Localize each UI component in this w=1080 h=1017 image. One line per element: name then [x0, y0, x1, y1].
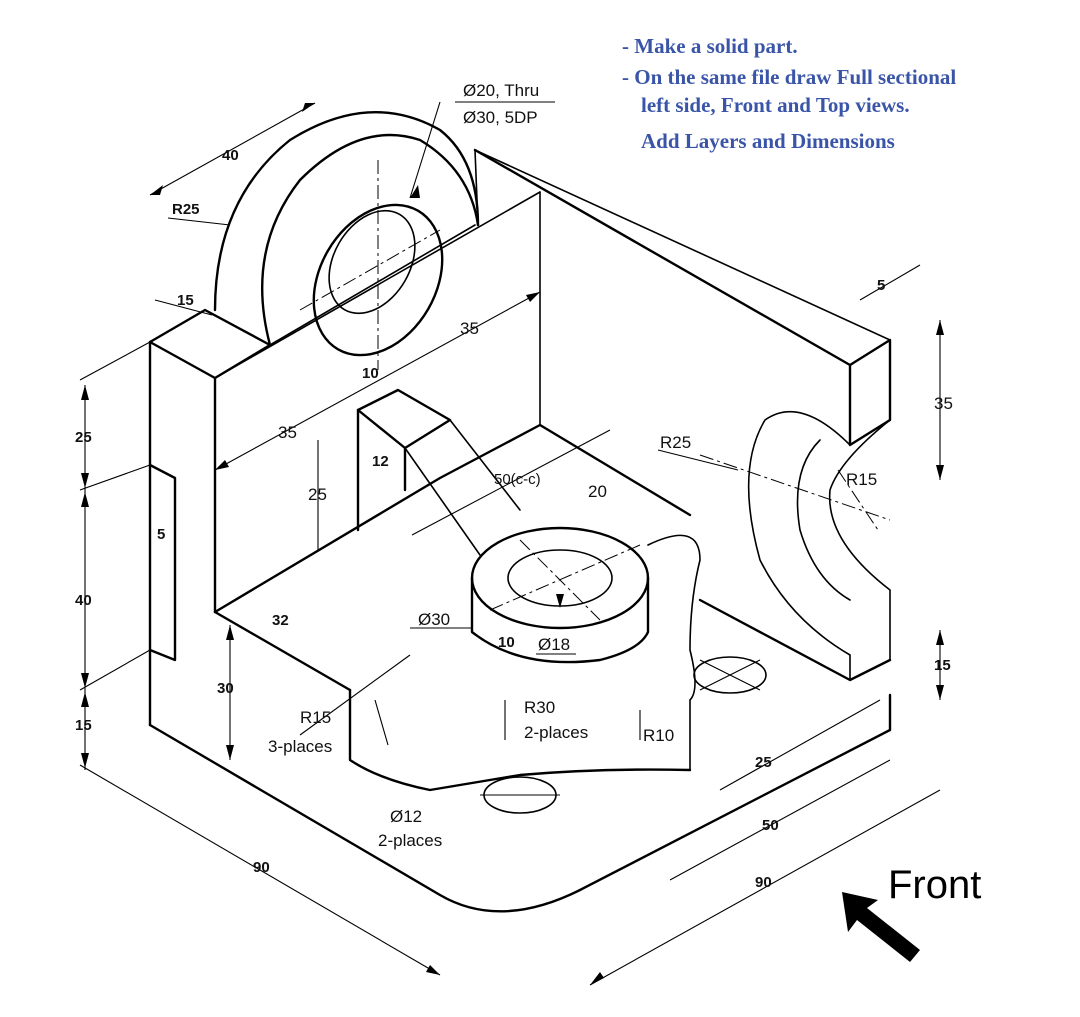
label-15-right: 15 — [934, 657, 951, 674]
label-32: 32 — [272, 612, 289, 629]
label-r30-2: R30 — [524, 698, 555, 717]
label-bore-thru: Ø20, Thru — [463, 81, 539, 100]
label-5-right: 5 — [877, 277, 885, 294]
label-90-right: 90 — [755, 874, 772, 891]
instruction-line-4: Add Layers and Dimensions — [641, 129, 895, 153]
label-r15-3-places: 3-places — [268, 737, 332, 756]
label-5-left: 5 — [157, 526, 165, 543]
label-r25-boss: R25 — [172, 201, 200, 218]
label-10-hub: 10 — [498, 634, 515, 651]
label-40-top: 40 — [222, 147, 239, 164]
label-25-height: 25 — [75, 429, 92, 446]
label-d30-hub: Ø30 — [418, 610, 450, 629]
left-wall — [148, 191, 541, 662]
label-25-bottom: 25 — [755, 754, 772, 771]
label-r25-right: R25 — [660, 433, 691, 452]
label-25-rib: 25 — [308, 485, 327, 504]
dimension-labels: Ø20, Thru Ø30, 5DP 40 R25 15 35 10 35 12… — [75, 81, 953, 891]
label-r15-right: R15 — [846, 470, 877, 489]
rib — [356, 388, 521, 556]
instruction-line-2: - On the same file draw Full sectional — [622, 65, 957, 89]
label-35-left: 35 — [278, 423, 297, 442]
label-15-top: 15 — [177, 292, 194, 309]
label-50cc: 50(c-c) — [494, 471, 541, 488]
label-12: 12 — [372, 453, 389, 470]
base-holes — [480, 656, 767, 814]
instruction-line-3: left side, Front and Top views. — [641, 93, 910, 117]
label-d18-hub: Ø18 — [538, 635, 570, 654]
label-d12-2-places: 2-places — [378, 831, 442, 850]
right-wall — [473, 148, 892, 681]
label-10: 10 — [362, 365, 379, 382]
label-40-height: 40 — [75, 592, 92, 609]
label-r30-2-places: 2-places — [524, 723, 588, 742]
front-label: Front — [888, 863, 981, 907]
label-15-left: 15 — [75, 717, 92, 734]
label-r10: R10 — [643, 726, 674, 745]
label-d12-2: Ø12 — [390, 807, 422, 826]
label-r15-3: R15 — [300, 708, 331, 727]
label-20: 20 — [588, 482, 607, 501]
label-30-height: 30 — [217, 680, 234, 697]
dimension-lines — [79, 102, 941, 986]
label-bore-cbore: Ø30, 5DP — [463, 108, 538, 127]
label-50-bottom: 50 — [762, 817, 779, 834]
label-35-right: 35 — [934, 394, 953, 413]
front-indicator: Front — [842, 863, 981, 962]
arrowheads — [81, 103, 944, 985]
hub — [470, 526, 701, 771]
base-plate — [148, 423, 892, 913]
instruction-line-1: - Make a solid part. — [622, 34, 798, 58]
label-35-upper: 35 — [460, 319, 479, 338]
front-arrow-icon — [842, 892, 920, 962]
label-90-left: 90 — [253, 859, 270, 876]
